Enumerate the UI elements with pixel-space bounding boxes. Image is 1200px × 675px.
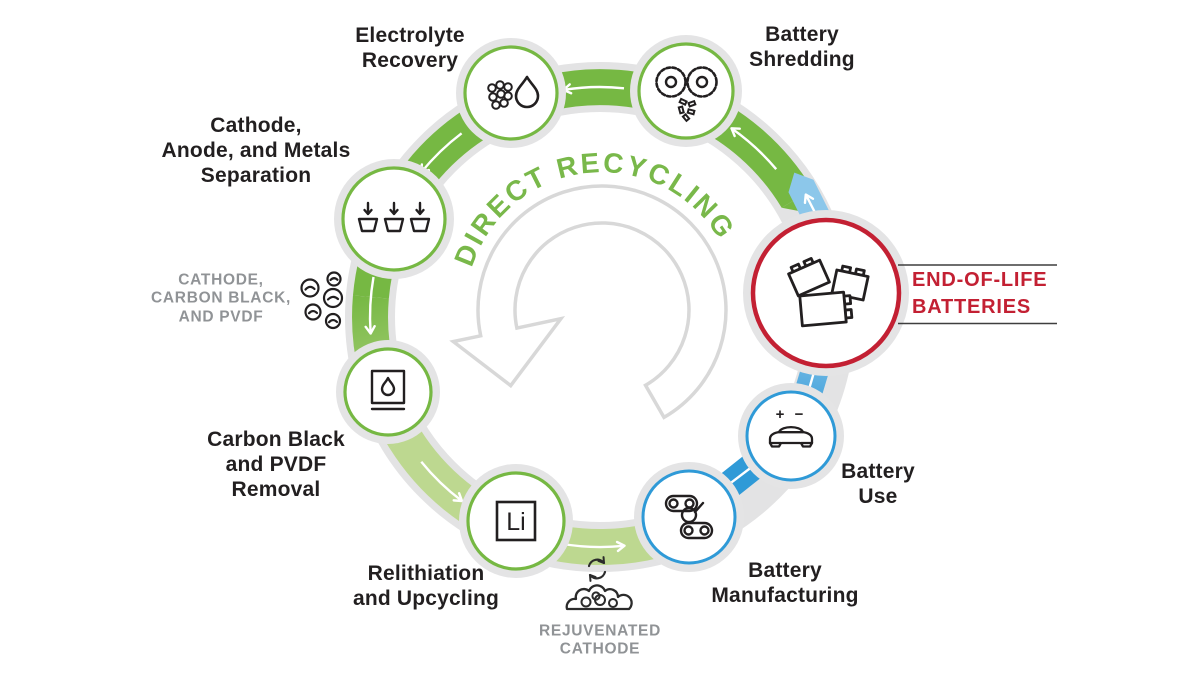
flow-arrow-shredding-to-electrolyte (562, 83, 625, 95)
roller-press-icon (664, 494, 714, 540)
stacked-batteries-icon (787, 257, 870, 328)
battery-polarity-symbol: + − (776, 406, 807, 423)
flow-arrow-separation-to-removal (364, 276, 376, 335)
lithium-symbol: Li (506, 508, 525, 536)
center-recycle-arrow-icon (449, 184, 728, 420)
node-battery-manufacturing (641, 469, 737, 565)
lithium-element-icon: Li (495, 500, 537, 542)
cathode-pile-icon (565, 584, 633, 611)
furnace-icon (370, 369, 406, 411)
flow-arrow-removal-to-relithiation (420, 460, 464, 503)
node-relithiation-upcycling (466, 471, 566, 571)
sorting-bins-icon (357, 201, 431, 233)
shredder-blades-icon (655, 66, 718, 123)
node-carbon-black-pvdf-removal (343, 347, 433, 437)
powder-particles-icon (300, 271, 344, 330)
particles-droplet-icon (487, 75, 540, 110)
node-battery-shredding (637, 42, 735, 140)
electric-car-icon: + − (768, 406, 814, 448)
node-battery-use (745, 390, 837, 482)
recycle-arrows-icon (587, 556, 607, 582)
flow-arrow-eol-to-shredding (730, 127, 778, 170)
